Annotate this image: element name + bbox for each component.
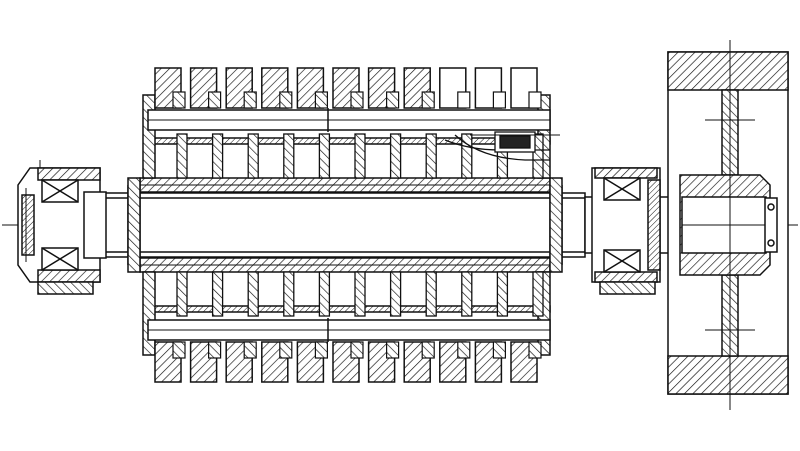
rib-bottom-11 [532,271,544,317]
hammer-top-neck-1 [172,91,186,109]
hammer-bottom-neck-6 [350,341,364,359]
hammer-top-neck-4 [279,91,293,109]
hammer-bottom-neck-7 [386,341,400,359]
rib-bottom-2 [211,271,224,317]
rib-bottom-8 [425,271,437,317]
hammer-top-neck-2 [208,91,222,109]
hammer-top-neck-8 [421,91,435,109]
right-bearing-housing [591,167,661,295]
rib-bottom-1 [176,271,188,317]
rib-top-1 [176,133,188,179]
hammer-bottom-neck-5 [314,341,328,359]
rib-top-3 [247,133,259,179]
rib-bottom-9 [461,271,473,317]
rib-bottom-6 [354,271,366,317]
hammer-bottom-neck-11 [528,341,542,359]
rib-top-4 [283,133,295,179]
rib-row-top [176,133,544,179]
rib-row-bottom [176,271,544,317]
pin-shaft-top [147,108,551,132]
rotor-disc-upper [139,137,551,193]
hammer-bottom-1 [154,341,182,383]
rib-top-7 [389,133,402,179]
hammer-bottom-neck-1 [172,341,186,359]
rib-bottom-4 [283,271,295,317]
rib-top-11 [532,133,544,179]
hammer-bottom-neck-2 [208,341,222,359]
hammer-bottom-neck-4 [279,341,293,359]
hammer-bottom-neck-8 [421,341,435,359]
hammer-top-3 [225,67,253,109]
hammer-bottom-7 [367,341,396,383]
hammer-row-bottom [154,341,542,383]
rib-top-8 [425,133,437,179]
hammer-top-neck-9 [457,91,471,109]
hammer-bottom-neck-9 [457,341,471,359]
hammer-top-neck-10 [492,91,506,109]
hammer-top-neck-3 [243,91,257,109]
rib-bottom-10 [496,271,509,317]
pin-shaft-bottom [147,318,551,342]
hammer-top-neck-11 [528,91,542,109]
rib-top-6 [354,133,366,179]
hammer-bottom-5 [296,341,325,383]
rotor-disc-lower [139,257,551,313]
rib-top-2 [211,133,224,179]
hammer-top-neck-6 [350,91,364,109]
rib-top-9 [461,133,473,179]
rib-bottom-3 [247,271,259,317]
rib-bottom-5 [318,271,331,317]
hammer-top-neck-5 [314,91,328,109]
hammer-top-neck-7 [386,91,400,109]
hammer-bottom-11 [510,341,538,383]
flywheel [667,40,789,410]
hammer-row-top [154,67,542,109]
rib-bottom-7 [389,271,402,317]
hammer-bottom-neck-3 [243,341,257,359]
rib-top-5 [318,133,331,179]
left-bearing-housing [17,160,107,295]
hammer-bottom-neck-10 [492,341,506,359]
outline-hammer-detail [444,131,560,161]
